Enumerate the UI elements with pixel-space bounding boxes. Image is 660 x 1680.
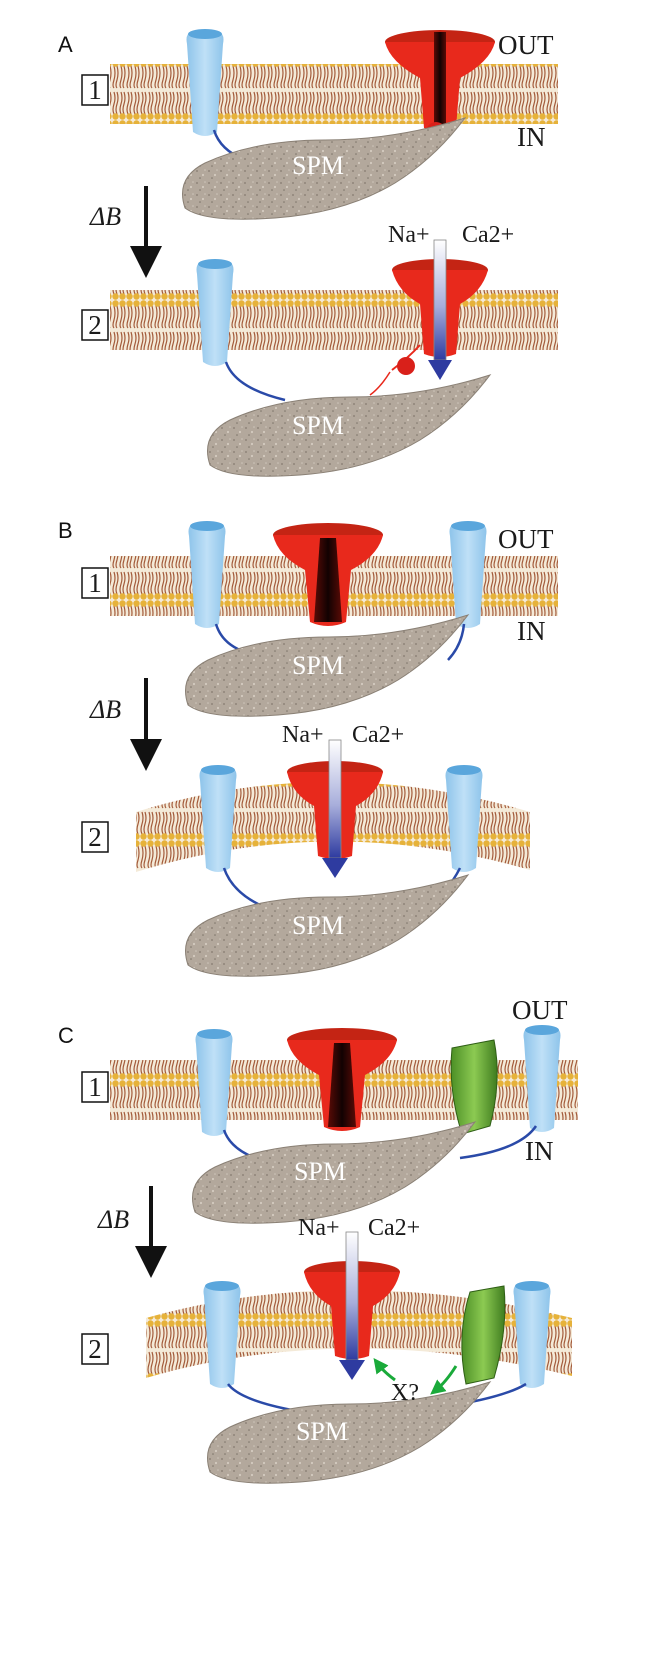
panel-c: C 1 SPM OUT IN ΔB <box>58 995 578 1484</box>
step-number: 2 <box>88 822 102 852</box>
panel-b-step2: 2 SPM Na+ Ca2+ <box>81 722 530 977</box>
ion-na-label: Na+ <box>282 722 324 748</box>
ion-ca-label: Ca2+ <box>352 722 404 748</box>
step-box <box>81 567 109 599</box>
ion-flow-arrow <box>345 1231 359 1361</box>
panel-b-step1: 1 SPM OUT IN <box>81 521 558 717</box>
out-label: OUT <box>498 524 554 554</box>
green-arrow-from-protein <box>430 1365 458 1395</box>
step-box <box>81 1071 109 1103</box>
spm-label: SPM <box>294 1157 346 1186</box>
delta-b-label: ΔB <box>97 1205 129 1234</box>
anchor-protein <box>513 1281 551 1388</box>
anchor-protein <box>199 765 237 872</box>
panel-c-letter: C <box>58 1023 74 1048</box>
ion-na-label: Na+ <box>388 222 430 248</box>
step-box <box>81 821 109 853</box>
green-protein <box>450 1039 498 1135</box>
panel-c-step1: 1 SPM OUT IN <box>81 995 578 1224</box>
in-label: IN <box>517 122 546 152</box>
out-label: OUT <box>498 30 554 60</box>
spm-label: SPM <box>292 911 344 940</box>
out-label: OUT <box>512 995 568 1025</box>
step-number: 2 <box>88 1334 102 1364</box>
step-number: 1 <box>88 568 102 598</box>
panel-a-letter: A <box>58 32 73 57</box>
step-number: 1 <box>88 1072 102 1102</box>
tether <box>224 361 286 402</box>
delta-b-label: ΔB <box>89 695 121 724</box>
membrane-bilayer <box>110 64 558 124</box>
tether <box>227 1383 293 1412</box>
step-box <box>81 309 109 341</box>
membrane-bilayer <box>110 290 558 350</box>
ion-flow-arrowhead <box>428 360 452 380</box>
panel-a: A 1 SPM OUT IN ΔB <box>58 29 558 477</box>
channel-closed <box>385 30 495 132</box>
channel-closed <box>287 1028 397 1131</box>
channel-closed <box>273 523 383 626</box>
unknown-link-label: X? <box>391 1380 419 1406</box>
delta-b-label: ΔB <box>89 202 121 231</box>
ion-flow-arrow <box>328 739 342 859</box>
ion-na-label: Na+ <box>298 1215 340 1241</box>
ion-ca-label: Ca2+ <box>462 222 514 248</box>
gate-link <box>369 371 391 396</box>
ion-flow-arrowhead <box>322 858 348 878</box>
panel-a-step2: 2 SPM Na+ Ca2+ <box>81 222 558 477</box>
ion-ca-label: Ca2+ <box>368 1215 420 1241</box>
anchor-protein <box>203 1281 241 1388</box>
tether <box>459 1125 538 1160</box>
ion-flow-arrowhead <box>339 1360 365 1380</box>
spm-label: SPM <box>292 151 344 180</box>
green-arrow-to-channel <box>373 1358 396 1382</box>
panel-a-step1: 1 SPM OUT IN <box>81 29 558 220</box>
spm-label: SPM <box>292 411 344 440</box>
green-protein <box>461 1285 506 1385</box>
tether <box>222 867 263 908</box>
spm <box>207 374 491 477</box>
step-box <box>81 74 109 106</box>
step-number: 1 <box>88 75 102 105</box>
in-label: IN <box>525 1136 554 1166</box>
ion-flow-arrow <box>433 239 447 361</box>
spm-label: SPM <box>292 651 344 680</box>
in-label: IN <box>517 616 546 646</box>
panel-b-letter: B <box>58 518 73 543</box>
step-number: 2 <box>88 310 102 340</box>
tether <box>447 623 466 661</box>
gate-ball <box>397 357 415 375</box>
step-box <box>81 1333 109 1365</box>
spm-label: SPM <box>296 1417 348 1446</box>
panel-b: B 1 SPM OUT IN ΔB <box>58 518 558 977</box>
panel-c-step2: 2 SPM Na+ Ca2+ X? <box>81 1215 572 1484</box>
